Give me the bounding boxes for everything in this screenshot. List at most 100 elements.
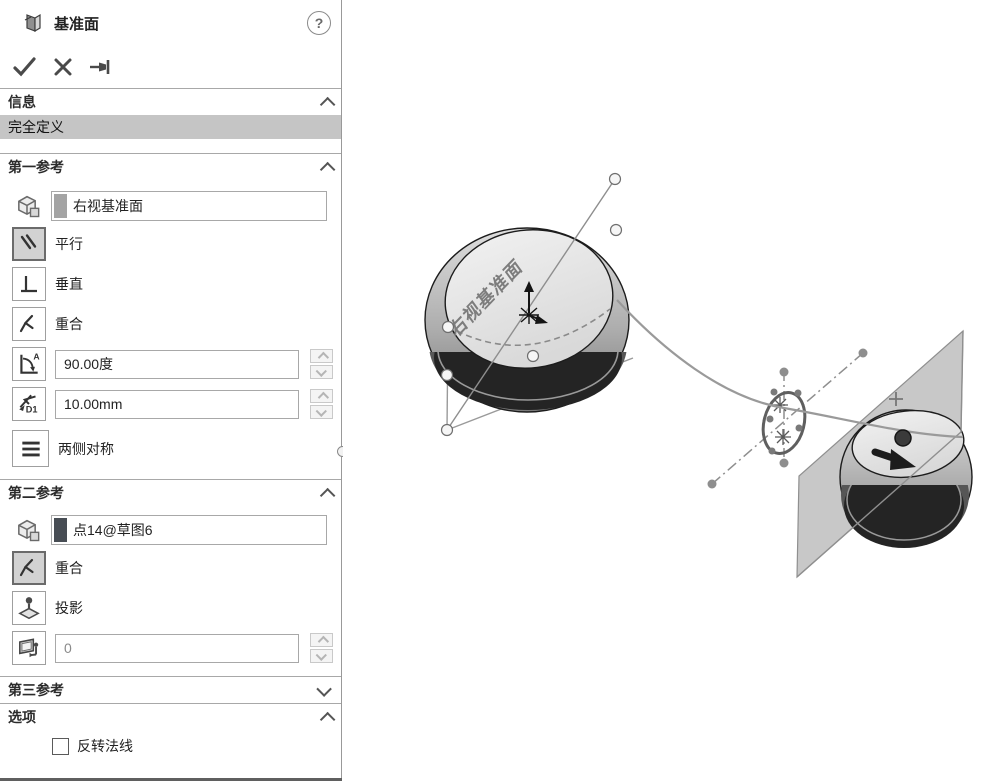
coincident-icon: [19, 314, 34, 333]
construction-axis-endpoints[interactable]: [707, 348, 868, 489]
hidden-spline-segment: [456, 308, 611, 346]
second-reference-selection-value: 点14@草图6: [73, 522, 153, 538]
midplane-icon: [21, 441, 40, 456]
coincident-label: 重合: [55, 316, 83, 332]
section-options-label: 选项: [8, 709, 36, 725]
coincident-icon: [19, 558, 34, 577]
chevron-up-icon: [319, 96, 336, 112]
midplane-row: 两侧对称: [0, 424, 341, 473]
distance-input[interactable]: [55, 389, 299, 419]
help-icon[interactable]: ?: [307, 11, 331, 35]
flip-normal-label: 反转法线: [77, 738, 133, 754]
perpendicular-button[interactable]: [12, 267, 46, 301]
parallel-icon: [20, 234, 37, 250]
section-second-reference-header[interactable]: 第二参考: [0, 480, 341, 506]
separator: [0, 676, 341, 677]
section-third-reference-label: 第三参考: [8, 682, 64, 698]
graphics-viewport[interactable]: 右视基准面: [343, 0, 1000, 781]
projection-button[interactable]: [12, 591, 46, 625]
perpendicular-icon: [21, 276, 37, 293]
angle-row: A: [0, 344, 341, 384]
property-manager-panel: 基准面 ? 信息 完全定义 第一参考: [0, 0, 342, 781]
midplane-button[interactable]: [12, 430, 49, 467]
offset-input[interactable]: [55, 633, 299, 663]
section-third-reference-header[interactable]: 第三参考: [0, 677, 341, 703]
separator: [0, 88, 341, 89]
coincident-star-markers: [772, 397, 791, 445]
reference-entity-icon: [12, 191, 42, 221]
spinner-up-button[interactable]: [310, 389, 333, 404]
control-point-dots[interactable]: [440, 172, 623, 437]
parallel-button[interactable]: [12, 227, 46, 261]
separator: [0, 703, 341, 704]
offset-button[interactable]: [12, 631, 46, 665]
offset-spinner: [310, 633, 333, 663]
projection-row: 投影: [0, 588, 341, 628]
construction-axes[interactable]: [711, 352, 864, 485]
coincident-button[interactable]: [12, 307, 46, 341]
ellipse-vertex-dots[interactable]: [766, 388, 803, 455]
clipped-next-row: [0, 778, 342, 781]
spinner-up-button[interactable]: [310, 349, 333, 364]
section-info-label: 信息: [8, 94, 36, 110]
selection-color-chip: [54, 194, 67, 218]
spinner-up-button[interactable]: [310, 633, 333, 648]
angle-input[interactable]: [55, 349, 299, 379]
flip-normal-checkbox[interactable]: [52, 737, 69, 755]
second-reference-selection-field[interactable]: 点14@草图6: [51, 515, 327, 545]
plane-plus-marker: [889, 392, 903, 406]
section-first-reference-header[interactable]: 第一参考: [0, 154, 341, 180]
offset-row: [0, 628, 341, 668]
distance-icon: D1: [19, 394, 38, 415]
spinner-down-button[interactable]: [310, 365, 333, 379]
perpendicular-label: 垂直: [55, 276, 83, 292]
parallel-label: 平行: [55, 236, 83, 252]
first-reference-selection-row: 右视基准面: [0, 188, 341, 224]
big-knob-body[interactable]: [424, 220, 630, 413]
panel-title: 基准面: [54, 15, 100, 33]
selected-sketch-point[interactable]: [894, 429, 912, 447]
distance-spinner: [310, 389, 333, 419]
angle-icon: A: [20, 352, 40, 374]
chevron-up-icon: [319, 487, 336, 503]
svg-text:A: A: [33, 352, 40, 362]
section-second-reference-label: 第二参考: [8, 485, 64, 501]
panel-toolbar: [0, 46, 341, 88]
plane-normal-arrow[interactable]: [871, 448, 916, 470]
reference-entity-icon: [12, 515, 42, 545]
viewport-canvas: 右视基准面: [424, 172, 973, 579]
section-options-header[interactable]: 选项: [0, 704, 341, 730]
offset-plane-icon: [19, 638, 39, 658]
separator: [0, 153, 341, 154]
svg-text:D1: D1: [26, 405, 38, 415]
parallel-row: 平行: [0, 224, 341, 264]
first-reference-selection-value: 右视基准面: [73, 198, 143, 214]
cancel-button[interactable]: [52, 56, 74, 78]
origin-marker: [519, 281, 548, 324]
flip-normal-row: 反转法线: [0, 730, 341, 756]
midplane-label: 两侧对称: [58, 440, 114, 457]
spinner-down-button[interactable]: [310, 649, 333, 663]
coincident2-label: 重合: [55, 560, 83, 576]
sketch-ellipse[interactable]: [757, 388, 811, 458]
pin-button[interactable]: [88, 56, 116, 78]
chevron-up-icon: [319, 161, 336, 177]
first-reference-selection-field[interactable]: 右视基准面: [51, 191, 327, 221]
datum-plane-icon: [24, 13, 41, 33]
projection-icon: [18, 597, 40, 620]
ok-button[interactable]: [12, 55, 38, 79]
distance-button[interactable]: D1: [12, 387, 46, 421]
datum-plane-edges-overlay: [796, 330, 964, 578]
section-first-reference-label: 第一参考: [8, 159, 64, 175]
angle-button[interactable]: A: [12, 347, 46, 381]
spinner-down-button[interactable]: [310, 405, 333, 419]
second-reference-selection-row: 点14@草图6: [0, 512, 341, 548]
chevron-up-icon: [319, 711, 336, 727]
section-info-header[interactable]: 信息: [0, 89, 341, 115]
coincident-row: 重合: [0, 304, 341, 344]
right-plane-edge-line[interactable]: [446, 178, 616, 431]
perpendicular-row: 垂直: [0, 264, 341, 304]
coincident2-button[interactable]: [12, 551, 46, 585]
projection-label: 投影: [55, 600, 83, 616]
